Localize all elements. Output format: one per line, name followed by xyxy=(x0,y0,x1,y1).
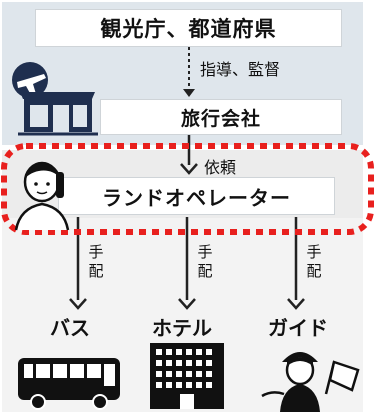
bus-icon xyxy=(18,358,120,410)
arrange-label-guide: 手配 xyxy=(305,243,323,281)
government-box: 観光庁、都道府県 xyxy=(35,9,342,47)
tour-guide-icon xyxy=(261,352,360,412)
arrange-arrow-hotel xyxy=(178,217,196,310)
highlight-frame xyxy=(1,143,374,235)
travel-agency-building-icon xyxy=(18,92,98,136)
hotel-building-icon xyxy=(150,343,224,409)
arrange-char: 配 xyxy=(306,262,322,280)
arrange-char: 配 xyxy=(197,262,213,280)
arrange-char: 手 xyxy=(306,243,322,261)
arrange-label-bus: 手配 xyxy=(87,243,105,281)
supervision-arrow xyxy=(183,47,195,97)
arrange-char: 手 xyxy=(88,243,104,261)
arrange-char: 手 xyxy=(197,243,213,261)
bus-label: バス xyxy=(50,316,90,340)
arrange-label-hotel: 手配 xyxy=(196,243,214,281)
travel-agency-box: 旅行会社 xyxy=(100,99,342,135)
guide-label: ガイド xyxy=(268,316,328,340)
person-on-phone-icon xyxy=(14,161,70,231)
request-label: 依頼 xyxy=(204,158,237,177)
arrange-char: 配 xyxy=(88,262,104,280)
supervision-label: 指導、監督 xyxy=(200,60,281,79)
request-arrow xyxy=(180,135,198,175)
land-operator-box: ランドオペレーター xyxy=(58,177,335,215)
hotel-label: ホテル xyxy=(152,316,212,340)
airplane-icon xyxy=(12,62,48,98)
